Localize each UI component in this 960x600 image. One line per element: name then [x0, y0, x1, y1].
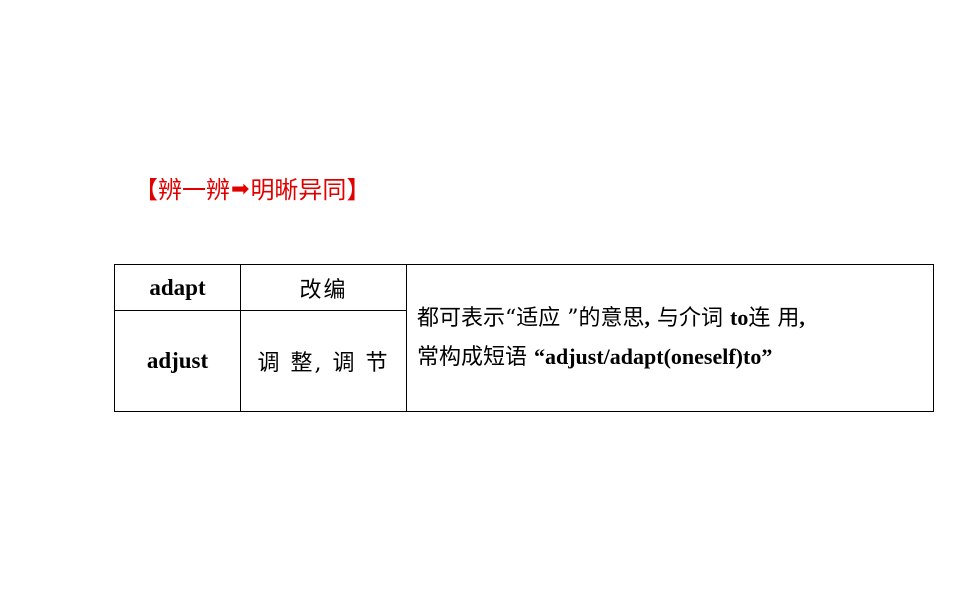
note-text: 与介词: [650, 306, 730, 331]
word-adjust: adjust: [114, 310, 241, 412]
section-heading: 【 辨一辨 ➡ 明晰异同 】: [134, 172, 370, 208]
note-phrase: “adjust/adapt(oneself)to”: [534, 344, 773, 369]
note-comma: ,: [799, 305, 805, 330]
heading-part1: 辨一辨: [158, 176, 230, 204]
table-row: adapt 改编 都可表示“适应 ”的意思, 与介词 to连 用, 常构成短语 …: [114, 264, 934, 412]
heading-part2: 明晰异同: [250, 176, 347, 204]
note-text: 都可表示“适应 ”的意思: [417, 306, 645, 331]
note-text: 常构成短语: [417, 345, 534, 370]
comparison-table: adapt 改编 都可表示“适应 ”的意思, 与介词 to连 用, 常构成短语 …: [114, 264, 934, 412]
heading-close-bracket: 】: [346, 176, 371, 204]
table-row: adjust 调 整, 调 节: [114, 310, 934, 412]
note-preposition: to: [730, 305, 749, 330]
meaning-adjust: 调 整, 调 节: [240, 310, 407, 412]
word-adapt: adapt: [114, 264, 241, 311]
usage-note-line-2: 常构成短语 “adjust/adapt(oneself)to”: [417, 338, 927, 377]
usage-note: 都可表示“适应 ”的意思, 与介词 to连 用, 常构成短语 “adjust/a…: [406, 264, 934, 412]
meaning-adapt: 改编: [240, 264, 407, 311]
note-comma: ,: [644, 305, 651, 330]
arrow-right-icon: ➡: [231, 177, 250, 202]
usage-note-line-1: 都可表示“适应 ”的意思, 与介词 to连 用,: [417, 299, 927, 338]
heading-open-bracket: 【: [134, 176, 158, 204]
note-text: 连 用: [748, 306, 800, 331]
